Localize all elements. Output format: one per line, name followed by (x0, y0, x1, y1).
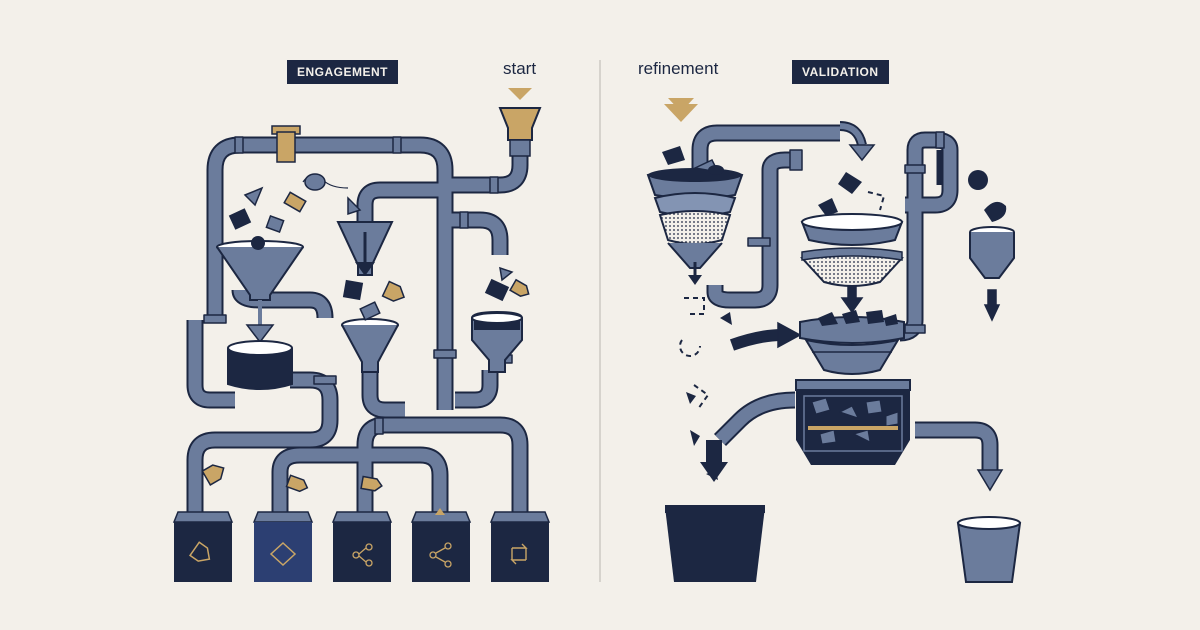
falling-shapes-left (201, 173, 530, 493)
sieve-stack-left (646, 146, 744, 285)
cycle-icon (510, 543, 528, 565)
output-cup (956, 516, 1022, 583)
left-pipe-network (186, 136, 529, 512)
right-cup (471, 310, 523, 373)
validation-label: VALIDATION (792, 60, 889, 84)
falling-fragments (686, 170, 1007, 480)
network-icon (352, 543, 373, 567)
center-sieve-bottom (800, 247, 904, 287)
left-funnel (216, 236, 304, 344)
diamond-icon (269, 541, 297, 567)
bin-4 (410, 508, 472, 582)
small-right-funnel (969, 226, 1015, 279)
top-gold-inlet (271, 125, 301, 163)
bin-3 (331, 511, 393, 582)
share-icon (429, 542, 452, 568)
hopper-box (795, 379, 911, 465)
start-hopper (498, 88, 542, 157)
right-pipe-network (691, 124, 999, 470)
middle-funnel (336, 221, 394, 276)
discarded-shapes (679, 191, 886, 410)
middle-cup (341, 318, 399, 373)
start-label: start (503, 59, 537, 78)
discard-bin (665, 440, 765, 582)
engagement-label: ENGAGEMENT (287, 60, 399, 84)
collection-drum (227, 340, 293, 390)
crusher-drum (799, 310, 905, 375)
tag-icon (188, 541, 211, 562)
bin-1 (172, 511, 234, 582)
bin-2 (252, 511, 314, 582)
center-sieve-top (800, 198, 904, 246)
start-arrow-icon (508, 88, 532, 100)
bin-5 (489, 511, 551, 582)
refinement-label: refinement (638, 59, 719, 78)
